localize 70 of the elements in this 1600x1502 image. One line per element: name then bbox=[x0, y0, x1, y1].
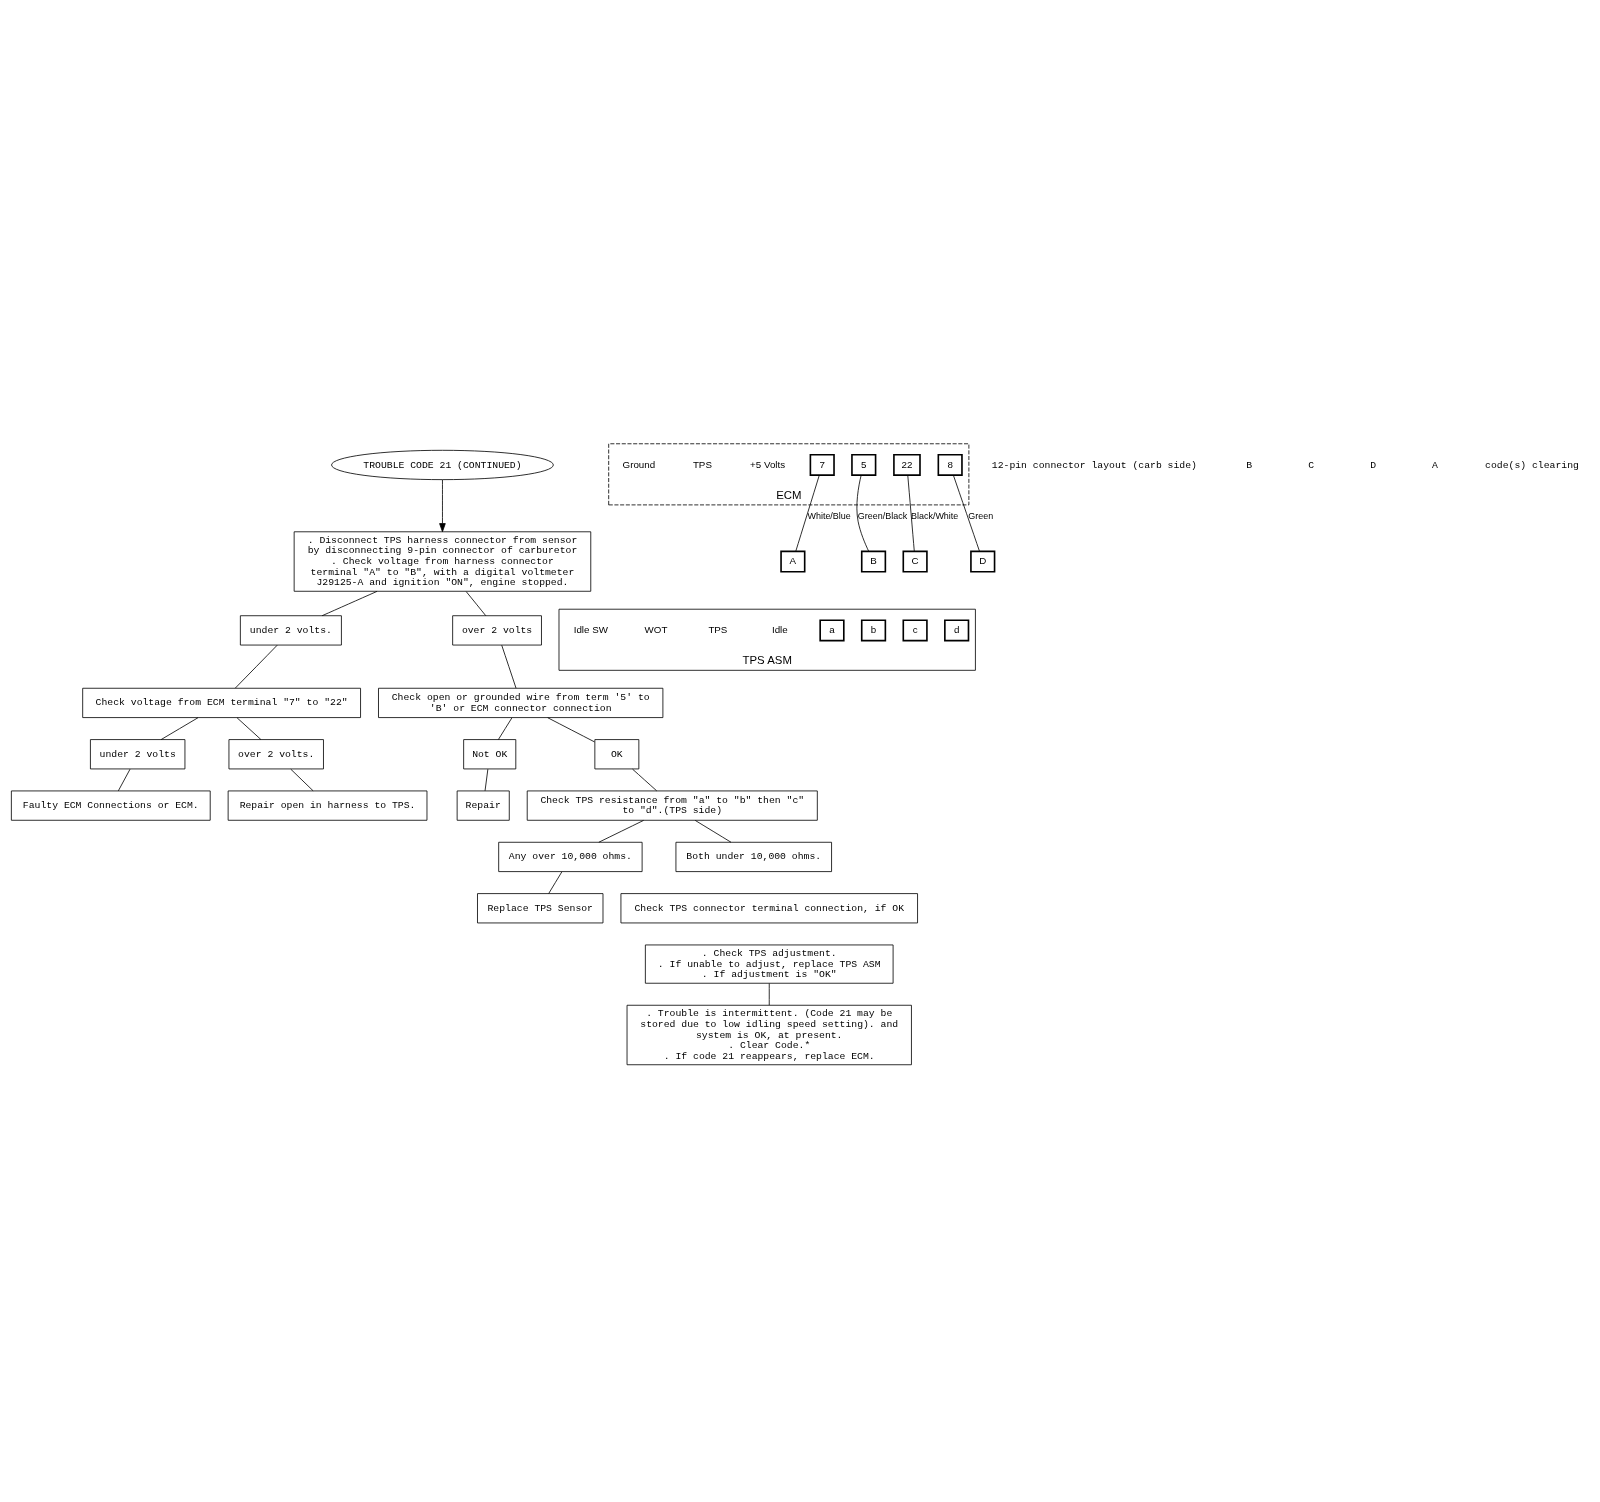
node-box: . Disconnect TPS harness connector from sensor by disconnecting 9-pin connector of carburetor . Check voltage from harness connector terminal "A" to "B", with a digital voltmeter J29125-A and ignition "ON", engine stopped. bbox=[293, 531, 592, 592]
connector bbox=[160, 717, 199, 740]
connector bbox=[236, 717, 262, 740]
node-box: A bbox=[780, 550, 806, 573]
node-box: over 2 volts. bbox=[228, 739, 324, 770]
label: B bbox=[1246, 459, 1253, 471]
node-box: Check TPS connector terminal connection, if OK bbox=[620, 893, 918, 924]
connector bbox=[501, 644, 517, 689]
connector bbox=[694, 820, 732, 843]
node-box: Replace TPS Sensor bbox=[477, 893, 604, 924]
node-box: 22 bbox=[893, 453, 921, 476]
label: 12-pin connector layout (carb side) bbox=[991, 459, 1197, 471]
connector bbox=[321, 590, 378, 617]
node-box: b bbox=[860, 619, 887, 642]
connector bbox=[290, 768, 314, 792]
node-box: d bbox=[944, 619, 970, 642]
connector bbox=[795, 474, 820, 552]
label: code(s) clearing bbox=[1485, 459, 1579, 471]
node-box: Not OK bbox=[463, 739, 517, 770]
connector bbox=[768, 983, 770, 1006]
node-box: Check TPS resistance from "a" to "b" then "c" to "d".(TPS side) bbox=[526, 790, 818, 821]
connector bbox=[234, 644, 278, 689]
node-box: . Trouble is intermittent. (Code 21 may be stored due to low idling speed setting). and system is OK, at present. . Clear Code.* . If code 21 reappears, replace ECM. bbox=[626, 1004, 912, 1066]
node-box: 8 bbox=[937, 453, 963, 476]
node-box: 5 bbox=[851, 453, 877, 476]
node-box: 7 bbox=[809, 453, 835, 476]
connector bbox=[632, 768, 658, 792]
node-box: over 2 volts bbox=[452, 615, 542, 646]
node-box: B bbox=[860, 550, 887, 573]
edge-label: Green bbox=[968, 510, 994, 521]
node-box: Both under 10,000 ohms. bbox=[675, 841, 832, 872]
label: TPS bbox=[692, 458, 712, 470]
label: WOT bbox=[644, 623, 668, 635]
label: D bbox=[1370, 459, 1377, 471]
node-box: Check voltage from ECM terminal "7" to "22" bbox=[82, 687, 361, 718]
label: C bbox=[1308, 459, 1315, 471]
connector bbox=[548, 871, 563, 894]
connector bbox=[498, 717, 513, 740]
label: Ground bbox=[622, 458, 656, 470]
label: Idle bbox=[771, 623, 788, 635]
connector bbox=[856, 474, 870, 552]
node-box: Any over 10,000 ohms. bbox=[498, 841, 643, 872]
node-box: under 2 volts bbox=[90, 739, 186, 770]
label: TPS bbox=[708, 623, 728, 635]
node-box: Repair bbox=[456, 790, 510, 821]
edge-label: Black/White bbox=[911, 510, 959, 521]
node-box: under 2 volts. bbox=[239, 615, 342, 646]
connector bbox=[547, 717, 595, 743]
node-box: D bbox=[970, 550, 996, 573]
arrow bbox=[439, 479, 446, 533]
node-box: Repair open in harness to TPS. bbox=[227, 790, 428, 821]
connector bbox=[484, 768, 489, 792]
connector bbox=[598, 820, 645, 843]
node-box: Faulty ECM Connections or ECM. bbox=[10, 790, 211, 821]
node-box: . Check TPS adjustment. . If unable to adjust, replace TPS ASM . If adjustment is "OK" bbox=[644, 944, 894, 984]
node-box: OK bbox=[594, 739, 640, 770]
label: A bbox=[1432, 459, 1438, 471]
node-box: Check open or grounded wire from term '5' to 'B' or ECM connector connection bbox=[378, 687, 664, 718]
edge-label: Green/Black bbox=[857, 510, 908, 521]
node-box: c bbox=[902, 619, 928, 642]
connector bbox=[465, 591, 487, 617]
connector bbox=[117, 768, 131, 792]
label: Idle SW bbox=[573, 623, 608, 635]
connector bbox=[907, 474, 915, 552]
node-box: a bbox=[819, 619, 845, 642]
label: +5 Volts bbox=[750, 458, 786, 470]
node-box: C bbox=[902, 550, 928, 573]
node-ellipse: TROUBLE CODE 21 (CONTINUED) bbox=[331, 449, 554, 481]
connector bbox=[953, 474, 980, 552]
edge-label: White/Blue bbox=[807, 510, 851, 521]
